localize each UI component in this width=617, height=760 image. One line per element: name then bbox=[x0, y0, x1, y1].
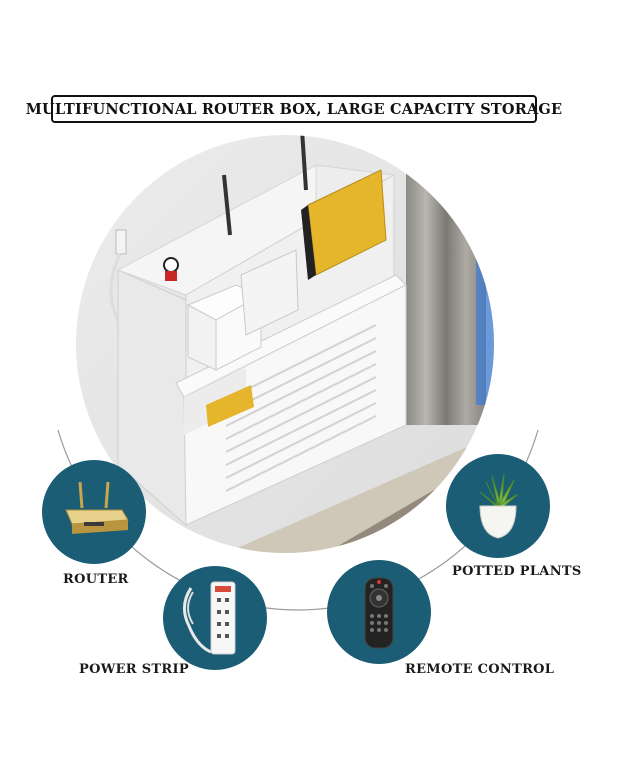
remote-control-circle bbox=[327, 560, 431, 664]
router-icon bbox=[65, 481, 129, 534]
router-label: ROUTER bbox=[63, 572, 129, 587]
remote-control-icon bbox=[364, 577, 394, 649]
potted-plants-label: POTTED PLANTS bbox=[452, 564, 582, 579]
potted-plants-circle bbox=[446, 454, 550, 558]
power-strip-icon bbox=[183, 581, 236, 655]
power-strip-label: POWER STRIP bbox=[79, 662, 189, 677]
title-banner: MULTIFUNCTIONAL ROUTER BOX, LARGE CAPACI… bbox=[26, 95, 562, 123]
router-circle bbox=[42, 460, 146, 564]
potted-plant-icon bbox=[479, 473, 519, 539]
page-title: MULTIFUNCTIONAL ROUTER BOX, LARGE CAPACI… bbox=[25, 100, 563, 118]
power-strip-circle bbox=[163, 566, 267, 670]
remote-control-label: REMOTE CONTROL bbox=[405, 662, 555, 677]
